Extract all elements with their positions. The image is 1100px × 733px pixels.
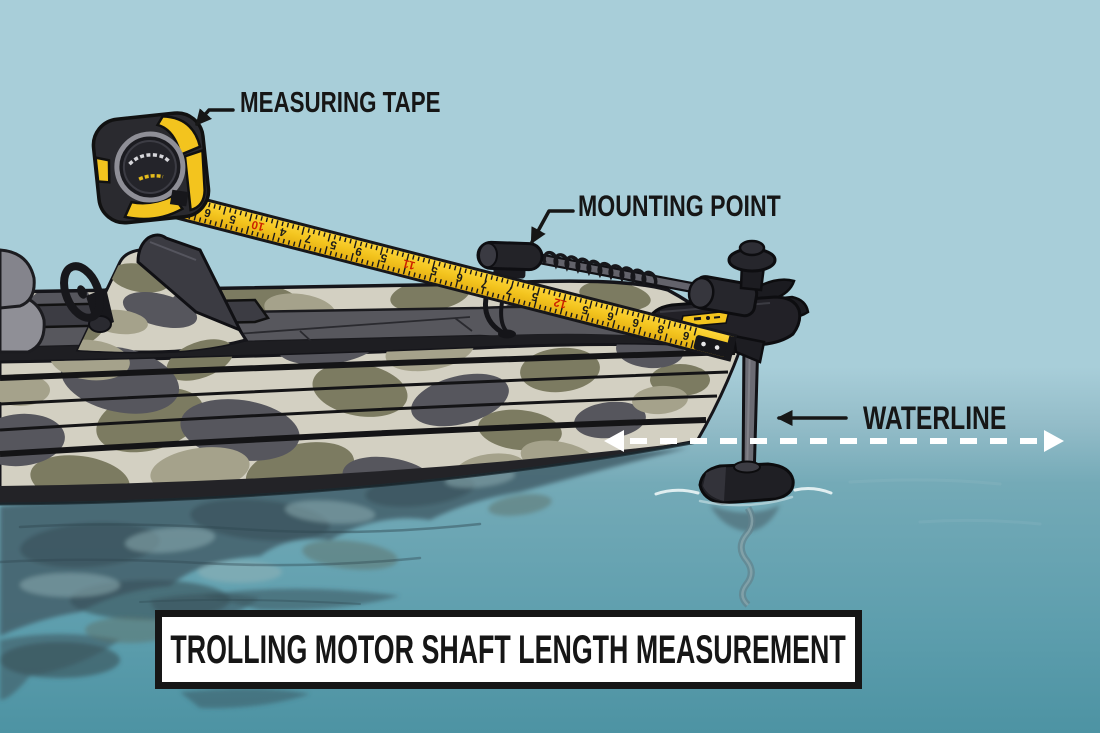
motor-knob [727, 239, 777, 292]
svg-text:7: 7 [505, 283, 514, 296]
waterline-label: WATERLINE [863, 400, 1007, 436]
measuring-tape-label: MEASURING TAPE [240, 87, 441, 119]
water-ripples [0, 478, 1042, 605]
boat [0, 233, 744, 506]
boat-rub-rail [0, 333, 742, 362]
waterline-ripples [654, 487, 833, 507]
svg-text:5: 5 [329, 238, 339, 251]
svg-text:9: 9 [354, 244, 363, 257]
svg-text:6: 6 [606, 309, 615, 322]
svg-text:7: 7 [304, 231, 313, 244]
water-reflection-motor [710, 505, 780, 608]
coiled-cable [542, 250, 658, 288]
svg-text:5: 5 [429, 264, 439, 277]
waterline-dashed-arrow [604, 430, 1064, 452]
dash-panel [0, 248, 36, 310]
title-text: TROLLING MOTOR SHAFT LENGTH MEASUREMENT [170, 627, 847, 672]
svg-text:6: 6 [455, 270, 464, 283]
svg-text:5: 5 [228, 212, 238, 225]
hull-bottom [0, 441, 700, 503]
dashed-arrowhead-left [604, 430, 624, 452]
svg-text:5: 5 [530, 289, 540, 302]
mounting-point-arrow [530, 209, 575, 245]
mounting-point-bracket [476, 240, 544, 279]
steering-wheel [60, 262, 114, 333]
svg-text:5: 5 [580, 302, 590, 315]
svg-text:6: 6 [203, 205, 212, 218]
svg-text:8: 8 [656, 322, 666, 335]
svg-text:5: 5 [379, 251, 389, 264]
svg-text:6: 6 [682, 328, 691, 341]
svg-text:11: 11 [401, 256, 416, 271]
measuring-tape: 665104759511567751256686 [91, 111, 738, 362]
windshield [136, 233, 244, 333]
shaft-bracket [732, 334, 766, 364]
measuring-tape-arrow [195, 108, 235, 126]
tape-case [91, 111, 211, 225]
hull-strakes [0, 349, 736, 457]
svg-text:12: 12 [553, 295, 568, 310]
tape-end-hook [693, 335, 737, 360]
svg-text:6: 6 [631, 315, 640, 328]
svg-text:4: 4 [278, 225, 288, 238]
motor-lower-unit [698, 460, 795, 505]
dashed-arrowhead-right [1044, 430, 1064, 452]
mounting-point-label: MOUNTING POINT [578, 190, 781, 223]
svg-text:7: 7 [480, 277, 489, 290]
motor-mount-assembly [476, 240, 706, 339]
callout-arrows [195, 108, 848, 427]
title-box: TROLLING MOTOR SHAFT LENGTH MEASUREMENT [155, 610, 862, 689]
svg-text:10: 10 [250, 218, 265, 233]
console [75, 233, 249, 354]
boat-hull [0, 342, 743, 506]
